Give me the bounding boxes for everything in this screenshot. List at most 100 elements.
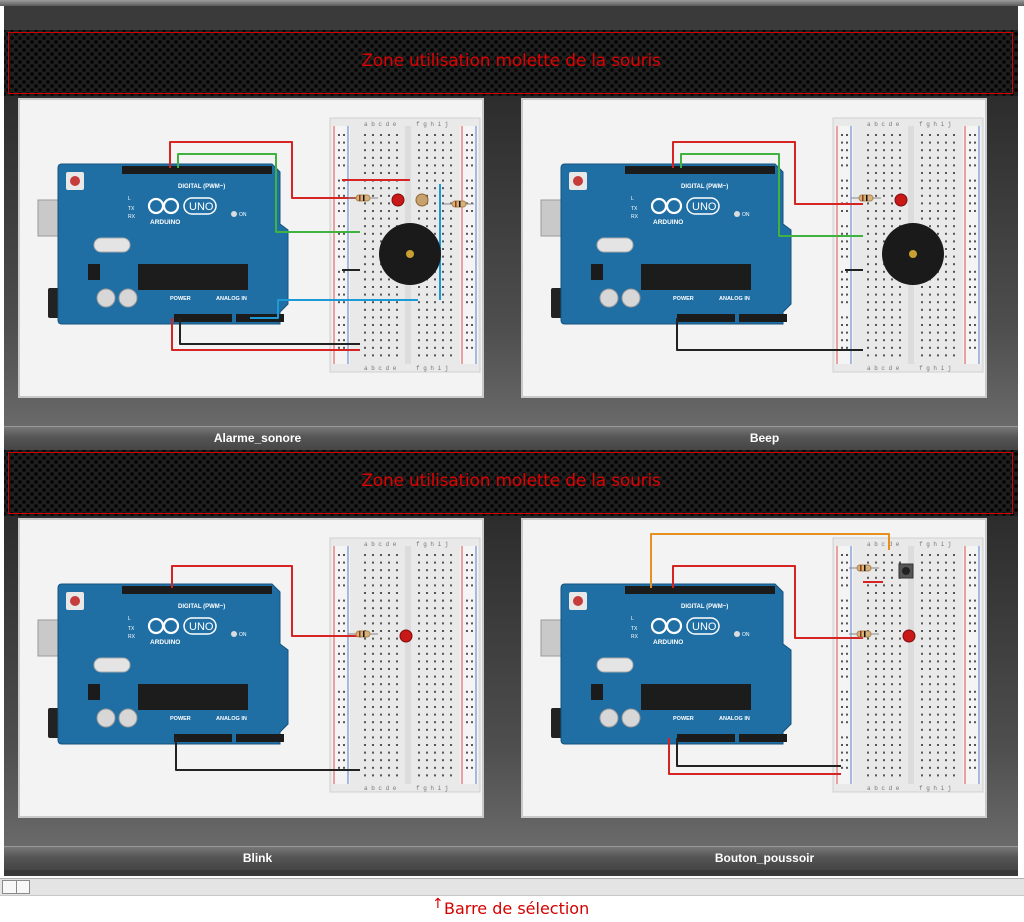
hole: [945, 286, 947, 288]
hole: [466, 270, 468, 273]
project-title[interactable]: Beep: [749, 431, 780, 445]
analog-label: ANALOG IN: [719, 716, 750, 722]
digital-label: DIGITAL (PWM~): [681, 184, 728, 190]
resistor-band: [459, 201, 461, 207]
hole: [396, 569, 398, 572]
hole: [867, 690, 869, 693]
led-l-label: L: [631, 616, 634, 622]
hole: [380, 554, 382, 556]
hole: [442, 759, 444, 762]
model-label: UNO: [692, 201, 717, 213]
scroll-zone-bottom[interactable]: Zone utilisation molette de la souris: [4, 450, 1018, 516]
hole: [867, 592, 869, 594]
hole: [945, 592, 947, 594]
hole: [945, 278, 947, 281]
hole: [841, 210, 843, 212]
hole: [899, 308, 901, 311]
hole: [875, 346, 877, 349]
hole: [945, 164, 947, 167]
power-rail: [963, 546, 981, 784]
hole: [846, 225, 848, 228]
project-label-bar: Blink Bouton_poussoir: [4, 846, 1018, 870]
hole: [883, 217, 885, 220]
hole: [846, 721, 848, 724]
hole: [945, 660, 947, 663]
hole: [899, 766, 901, 769]
hole: [953, 554, 955, 556]
hole: [883, 346, 885, 349]
hole: [875, 576, 877, 579]
hole: [921, 149, 923, 152]
hole: [891, 164, 893, 167]
hole: [426, 736, 428, 739]
column-labels: f g h i j: [919, 541, 951, 548]
hole: [953, 690, 955, 693]
hole: [338, 614, 340, 617]
hole: [418, 599, 420, 602]
hole: [875, 156, 877, 159]
hole: [388, 660, 390, 663]
project-title[interactable]: Bouton_poussoir: [714, 851, 815, 865]
hole: [945, 607, 947, 610]
project-title[interactable]: Alarme_sonore: [213, 431, 302, 445]
hole: [442, 660, 444, 663]
project-title[interactable]: Blink: [242, 851, 273, 865]
selection-bar-thumb[interactable]: [2, 880, 30, 894]
hole: [434, 622, 436, 625]
hole: [450, 561, 452, 564]
crystal: [596, 237, 634, 253]
hole: [418, 713, 420, 716]
hole: [396, 172, 398, 174]
hole: [426, 690, 428, 693]
hole: [388, 149, 390, 152]
hole: [343, 576, 345, 579]
hole: [466, 232, 468, 235]
hole: [442, 308, 444, 311]
hole: [434, 652, 436, 655]
hole: [937, 637, 939, 640]
hole: [953, 713, 955, 716]
scroll-zone-top[interactable]: Zone utilisation molette de la souris: [4, 30, 1018, 96]
hole: [974, 156, 976, 159]
hole: [921, 134, 923, 136]
hole: [426, 751, 428, 754]
hole: [945, 630, 947, 632]
hole: [867, 232, 869, 235]
hole: [974, 316, 976, 319]
hole: [471, 599, 473, 602]
hole: [343, 713, 345, 716]
reset-button-cap: [70, 596, 80, 606]
power-label: POWER: [673, 716, 694, 722]
hole: [846, 706, 848, 708]
hole: [364, 614, 366, 617]
hole: [867, 668, 869, 670]
hole: [364, 270, 366, 273]
hole: [466, 690, 468, 693]
hole: [969, 736, 971, 739]
hole: [418, 592, 420, 594]
hole: [396, 141, 398, 144]
hole: [875, 149, 877, 152]
hole: [396, 721, 398, 724]
column-labels: f g h i j: [416, 541, 448, 548]
hole: [883, 324, 885, 326]
hole: [841, 599, 843, 602]
hole: [466, 645, 468, 648]
hole: [343, 293, 345, 296]
selection-bar[interactable]: [0, 878, 1024, 896]
hole: [929, 141, 931, 144]
hole: [929, 614, 931, 617]
hole: [388, 774, 390, 777]
hole: [442, 675, 444, 678]
hole: [921, 766, 923, 769]
hole: [969, 576, 971, 579]
hole: [891, 569, 893, 572]
hole: [841, 194, 843, 197]
hole: [846, 149, 848, 152]
hole: [953, 232, 955, 235]
led-tx-label: TX: [631, 626, 638, 632]
